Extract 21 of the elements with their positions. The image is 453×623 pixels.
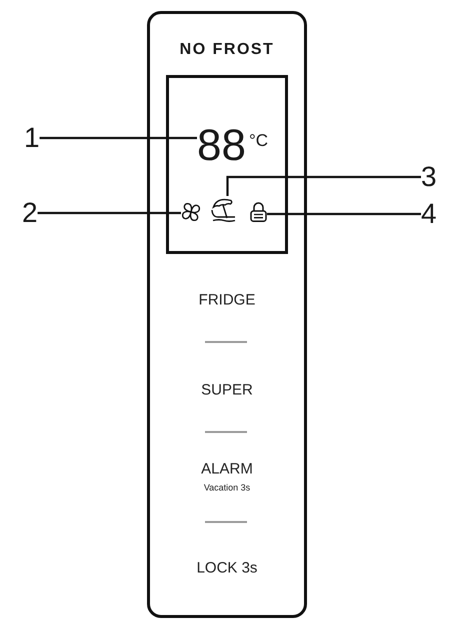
temperature-digits: 88 [197,124,246,168]
lcd-display [166,75,288,254]
fan-icon [181,202,201,222]
leader-line [40,136,197,140]
control-panel [147,11,307,618]
lock-icon [250,201,267,222]
callout-number: 1 [24,124,40,152]
celsius-unit: °C [248,132,268,149]
button-hint: Vacation 3s [204,484,250,492]
leader-line [226,176,421,196]
button-label: SUPER [201,382,253,398]
callout-number: 3 [421,163,437,191]
beach-umbrella-icon [211,196,236,222]
button-label: LOCK 3s [196,560,258,576]
callout-number: 2 [22,199,38,227]
callout-number: 4 [421,200,437,228]
leader-line [38,212,181,214]
button-label: ALARM [201,462,253,476]
leader-line [267,212,421,216]
button-label: FRIDGE [198,292,256,308]
panel-heading: NO FROST [180,42,274,58]
